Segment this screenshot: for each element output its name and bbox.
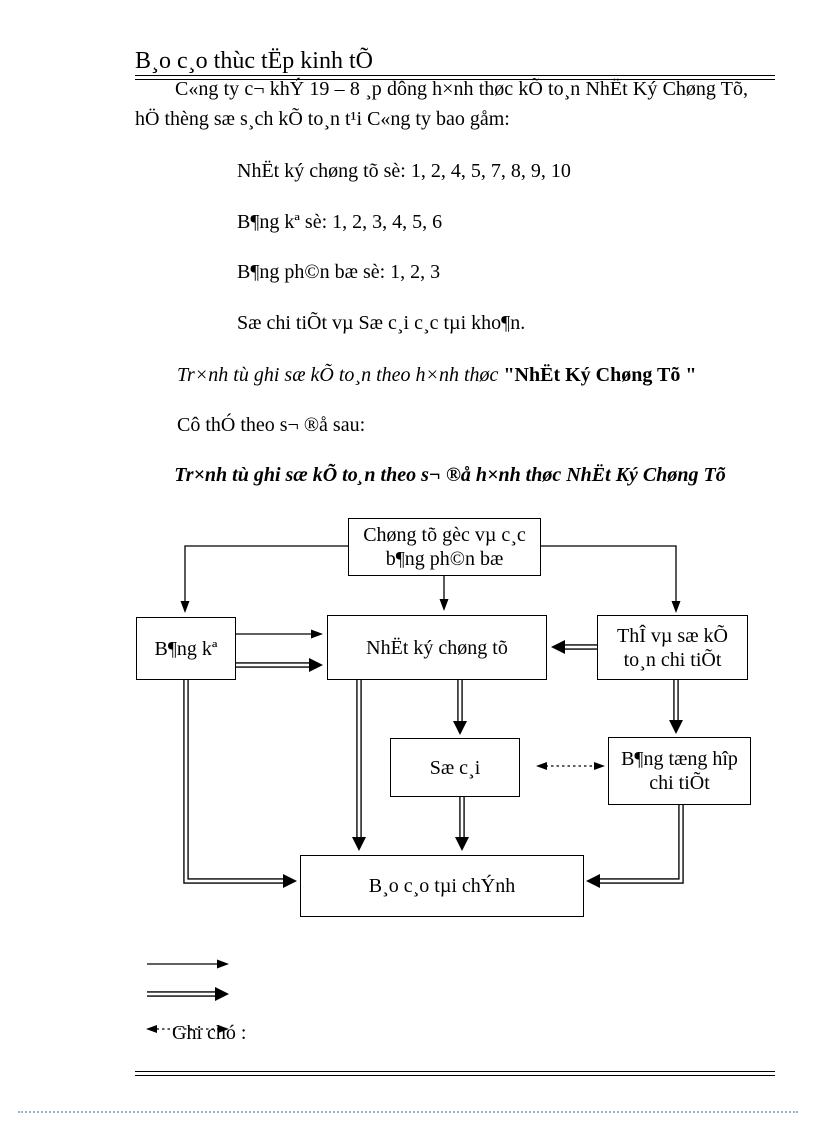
box-label-line: B¶ng tæng hîp bbox=[621, 748, 738, 770]
process-line-italic: Tr×nh tù ghi sæ kÕ to¸n theo h×nh thøc bbox=[177, 364, 504, 386]
detail-line: Cô thÓ theo s¬ ®å sau: bbox=[177, 414, 366, 436]
diagram-title: Tr×nh tù ghi sæ kÕ to¸n theo s¬ ®å h×nh … bbox=[174, 464, 726, 486]
box-label-line: to¸n chi tiÕt bbox=[623, 648, 722, 671]
list-item: B¶ng kª sè: 1, 2, 3, 4, 5, 6 bbox=[237, 210, 443, 233]
intro-paragraph: C«ng ty c¬ khÝ 19 – 8 ¸p dông h×nh thøc … bbox=[135, 78, 748, 130]
account-book-list: NhËt ký chøng tõ sè: 1, 2, 4, 5, 7, 8, 9… bbox=[237, 146, 571, 348]
flowchart-box-nhat-ky: NhËt ký chøng tõ bbox=[327, 615, 547, 680]
process-line-bold-quote: "NhËt Ký Chøng Tõ " bbox=[503, 364, 697, 386]
box-label-line: ThÎ vµ sæ kÕ bbox=[617, 624, 728, 647]
flowchart-box-bao-cao: B¸o c¸o tµi chÝnh bbox=[300, 855, 584, 917]
flowchart-box-bang-tong-hop: B¶ng tæng hîp chi tiÕt bbox=[608, 737, 751, 805]
box-label-line: b¶ng ph©n bæ bbox=[385, 548, 504, 570]
flowchart-box-the-va-so-ke-toan: ThÎ vµ sæ kÕ to¸n chi tiÕt bbox=[597, 615, 748, 680]
flowchart-box-chung-tu-goc: Chøng tõ gèc vµ c¸c b¶ng ph©n bæ bbox=[348, 518, 541, 576]
box-label: NhËt ký chøng tõ bbox=[366, 636, 508, 659]
box-label: B¶ng kª bbox=[154, 637, 218, 660]
arrow-top-to-bangke bbox=[184, 545, 348, 602]
process-line: Tr×nh tù ghi sæ kÕ to¸n theo h×nh thøc "… bbox=[177, 362, 696, 388]
list-item: B¶ng ph©n bæ sè: 1, 2, 3 bbox=[237, 261, 441, 283]
legend-label: Ghi chó : bbox=[172, 1022, 247, 1044]
arrow-bangtonghop-to-baocao-double bbox=[599, 805, 684, 884]
arrow-bangke-to-baocao-double bbox=[183, 680, 284, 884]
list-item: NhËt ký chøng tõ sè: 1, 2, 4, 5, 7, 8, 9… bbox=[237, 160, 571, 182]
box-label: B¸o c¸o tµi chÝnh bbox=[368, 875, 516, 897]
flowchart-box-bang-ke: B¶ng kª bbox=[136, 617, 236, 680]
title-underline bbox=[135, 75, 775, 80]
list-item: Sæ chi tiÕt vµ Sæ c¸i c¸c tµi kho¶n. bbox=[237, 311, 526, 334]
page-bottom-dotted-line bbox=[18, 1111, 798, 1113]
page-title: B¸o c¸o thùc tËp kinh tÕ bbox=[135, 48, 373, 74]
arrow-top-to-the bbox=[540, 545, 677, 602]
box-label-line: chi tiÕt bbox=[649, 772, 710, 794]
box-label: Sæ c¸i bbox=[429, 756, 481, 779]
box-label-line: Chøng tõ gèc vµ c¸c bbox=[363, 524, 526, 546]
flowchart-box-so-cai: Sæ c¸i bbox=[390, 738, 520, 797]
footer-rule bbox=[135, 1071, 775, 1076]
